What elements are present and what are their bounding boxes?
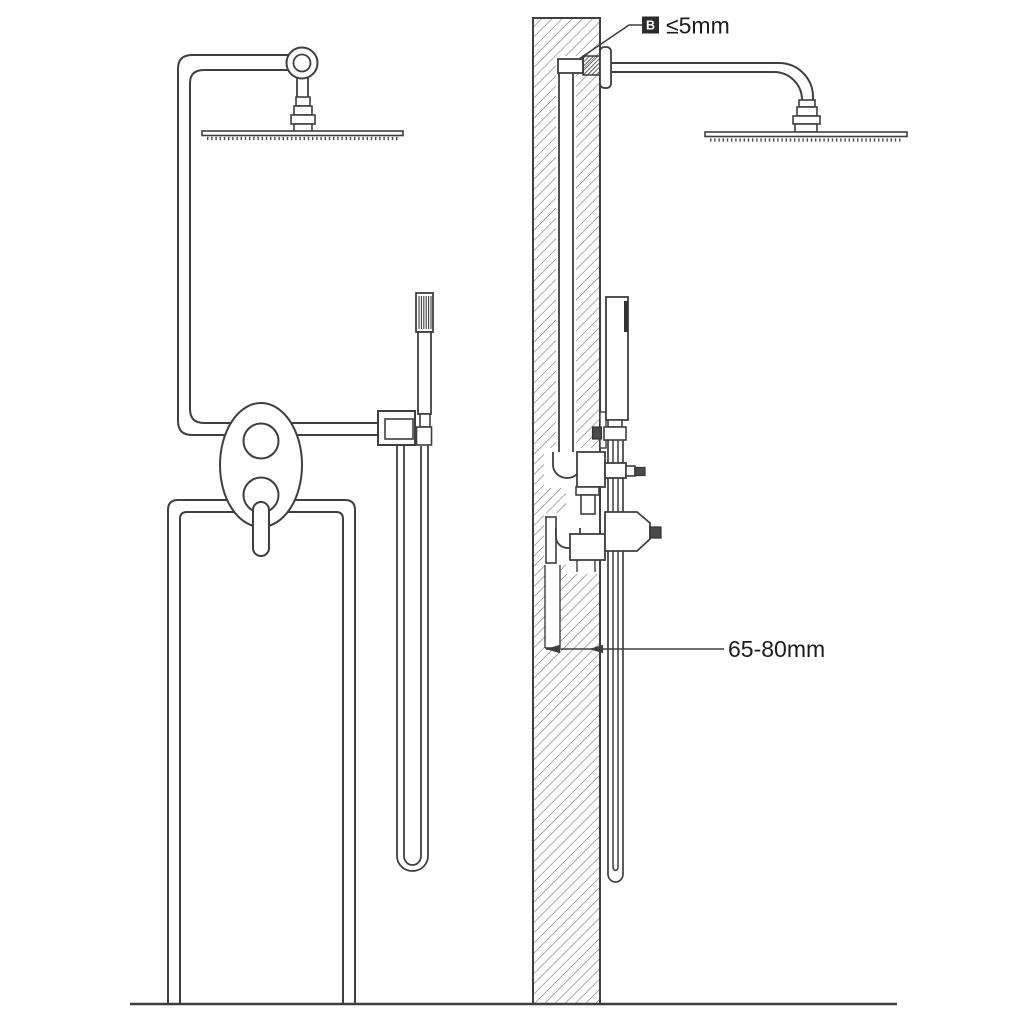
wall-fitting bbox=[557, 58, 584, 74]
valve-connector-pipe bbox=[575, 486, 600, 515]
marker-badge-letter: B bbox=[646, 19, 655, 33]
mixer-valve bbox=[219, 402, 303, 557]
leader-line bbox=[578, 24, 642, 60]
hand-shower-side bbox=[591, 296, 629, 449]
escutcheon bbox=[599, 46, 612, 89]
mixer-lever bbox=[252, 501, 270, 557]
concealed-valve-upper bbox=[576, 451, 646, 488]
bracket-nut bbox=[591, 426, 603, 440]
shower-panel bbox=[167, 499, 356, 1004]
wall-outline bbox=[532, 17, 601, 1004]
wall-union-nut bbox=[582, 55, 601, 76]
rain-shower-head bbox=[201, 77, 404, 141]
hand-shower-handle bbox=[417, 331, 432, 415]
in-wall-pipe bbox=[552, 62, 582, 479]
outlet-tip bbox=[634, 466, 646, 477]
thermostat-cartridge bbox=[604, 511, 651, 552]
outlet-fitting bbox=[604, 462, 627, 479]
hand-shower-bracket bbox=[377, 410, 416, 446]
spray-face-edge bbox=[624, 301, 628, 332]
shower-arm bbox=[611, 62, 814, 100]
wall-gap-value: ≤5mm bbox=[666, 13, 730, 39]
side-view bbox=[532, 17, 908, 1004]
marker-badge bbox=[642, 16, 659, 34]
wall-gap-annotation: B ≤5mm bbox=[578, 13, 730, 60]
shower-arm-assembly bbox=[557, 46, 908, 142]
shower-hose bbox=[396, 445, 429, 872]
front-view bbox=[167, 46, 434, 1004]
recess-depth-annotation: 65-80mm bbox=[546, 636, 825, 662]
hand-shower-spray-face bbox=[418, 296, 432, 329]
supply-pipe bbox=[177, 54, 378, 436]
recess-depth-value: 65-80mm bbox=[728, 636, 825, 662]
thermostat-spindle bbox=[649, 526, 662, 539]
mounting-plate bbox=[545, 516, 557, 564]
hand-shower bbox=[415, 292, 434, 446]
dimension-arrow-left-icon bbox=[546, 644, 560, 654]
thermostat-valve bbox=[545, 511, 662, 572]
wall-mount-flange bbox=[285, 46, 319, 80]
dimension-arrow-inner-icon bbox=[589, 644, 603, 654]
diverter-knob bbox=[242, 422, 280, 460]
hose-rails-side bbox=[607, 439, 624, 883]
